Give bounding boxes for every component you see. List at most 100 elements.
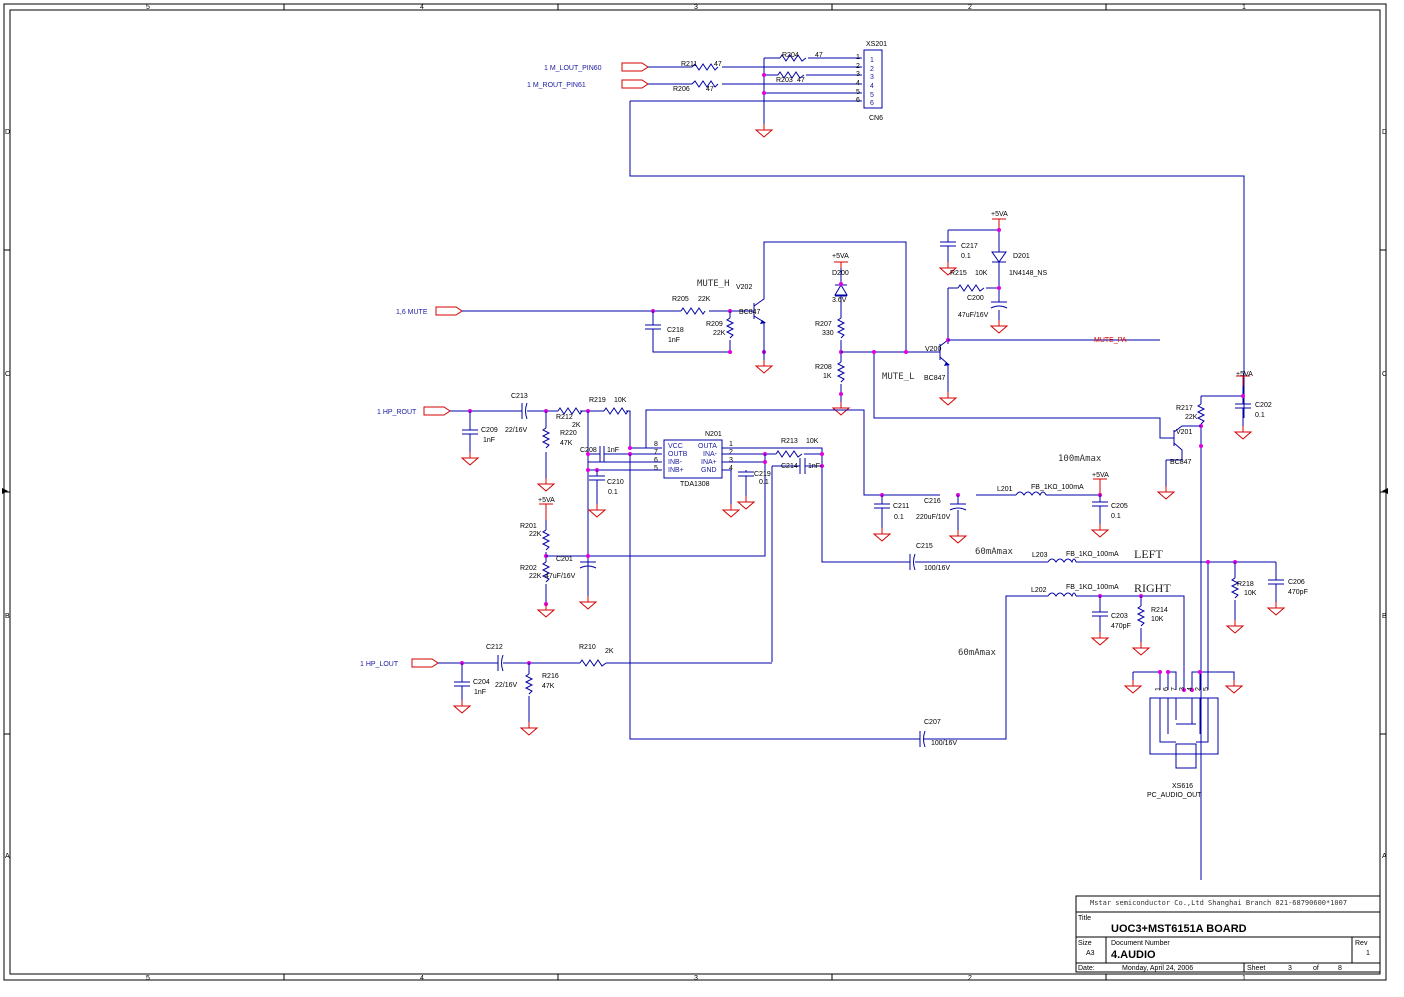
resistor-r216 xyxy=(524,673,534,695)
row-label-right: C xyxy=(1382,371,1387,378)
col-label-bottom: 3 xyxy=(694,975,698,982)
port-m-lout[interactable] xyxy=(621,62,649,72)
capacitor-c201 xyxy=(579,561,597,569)
d200-branch xyxy=(832,261,1170,439)
ref-c214: C214 xyxy=(781,463,798,470)
resistor-r203 xyxy=(777,71,805,79)
ref-r203: R203 xyxy=(776,77,793,84)
ref-r217: R217 xyxy=(1176,405,1193,412)
capacitor-c203 xyxy=(1092,611,1108,617)
ref-r207: R207 xyxy=(815,321,832,328)
sheet-value: 3 xyxy=(1288,965,1292,972)
capacitor-c217 xyxy=(940,241,956,247)
ref-r201: R201 xyxy=(520,523,537,530)
ic-pin-name: GND xyxy=(701,467,717,474)
val-r206: 47 xyxy=(706,86,714,93)
port-label-mute: 1,6 MUTE xyxy=(396,309,428,316)
col-label-top: 1 xyxy=(1242,4,1246,11)
ref-c203: C203 xyxy=(1111,613,1128,620)
net-mute-l: MUTE_L xyxy=(882,372,915,382)
pin-inner: 2 xyxy=(870,66,874,73)
power-filter xyxy=(873,478,1109,544)
val-c216: 220uF/10V xyxy=(916,514,951,521)
val-r203: 47 xyxy=(797,77,805,84)
resistor-r212 xyxy=(557,407,583,415)
pin-left: 5 xyxy=(856,89,860,96)
ic-pin-num: 4 xyxy=(729,465,733,472)
ic-pin-name: VCC xyxy=(668,443,683,450)
ref-r212: R212 xyxy=(556,414,573,421)
inductor-l203 xyxy=(1047,558,1077,564)
note-60mamax-left: 60mAmax xyxy=(975,547,1014,557)
capacitor-c216 xyxy=(949,503,967,511)
resistor-r207 xyxy=(836,317,846,339)
resistor-r206 xyxy=(691,80,719,88)
capacitor-c206 xyxy=(1268,579,1284,585)
resistor-r209 xyxy=(725,317,735,339)
val-r213: 10K xyxy=(806,438,819,445)
jack-pin: 7 xyxy=(1171,687,1178,691)
val-c218: 1nF xyxy=(668,337,680,344)
ic-pin-num: 5 xyxy=(654,465,658,472)
docnum-label: Document Number xyxy=(1111,940,1170,947)
capacitor-c204 xyxy=(454,681,470,687)
ref-c204: C204 xyxy=(473,679,490,686)
of-label: of xyxy=(1313,965,1319,972)
val-c214: 1nF xyxy=(808,463,820,470)
pin-inner: 1 xyxy=(870,57,874,64)
ref-r211: R211 xyxy=(681,61,697,68)
capacitor-c209 xyxy=(462,429,478,435)
ic-pin-num: 2 xyxy=(729,449,733,456)
ref-c208: C208 xyxy=(580,447,597,454)
ic-pin-name: OUTB xyxy=(668,451,688,458)
port-m-rout[interactable] xyxy=(621,79,649,89)
ref-c216: C216 xyxy=(924,498,941,505)
ic-pin-name: OUTA xyxy=(698,443,717,450)
capacitor-c205 xyxy=(1092,501,1108,507)
ic-pin-name: INA- xyxy=(703,451,718,458)
port-hp-lout[interactable] xyxy=(411,658,439,668)
ref-r213: R213 xyxy=(781,438,798,445)
ic-pin-num: 8 xyxy=(654,441,658,448)
val-r212: 2K xyxy=(572,422,581,429)
inductor-l202 xyxy=(1047,592,1077,598)
pin-left: 2 xyxy=(856,63,860,70)
val-r210: 2K xyxy=(605,648,614,655)
ref-c210: C210 xyxy=(607,479,624,486)
net-mute-h: MUTE_H xyxy=(697,279,730,289)
title-label: Title xyxy=(1078,915,1091,922)
val-r217: 22K xyxy=(1185,414,1198,421)
ref-l201: L201 xyxy=(997,486,1013,493)
ref-r204: R204 xyxy=(782,52,799,59)
col-label-top: 2 xyxy=(968,4,972,11)
ref-c206: C206 xyxy=(1288,579,1305,586)
port-label-hp-lout: 1 HP_LOUT xyxy=(360,661,399,668)
port-mute[interactable] xyxy=(435,306,463,316)
note-100mamax: 100mAmax xyxy=(1058,454,1102,464)
val-c201: 47uF/16V xyxy=(545,573,576,580)
zener-d200 xyxy=(834,284,848,297)
ref-xs201: XS201 xyxy=(866,41,887,48)
capacitor-c200 xyxy=(990,301,1008,309)
n201-right-wires xyxy=(588,447,1276,662)
val-xs616: PC_AUDIO_OUT xyxy=(1147,792,1202,799)
capacitor-c214 xyxy=(799,458,806,474)
ic-n201: N201 TDA1308 VCC OUTB INB- INB+ 8 7 6 5 … xyxy=(654,431,733,488)
resistor-r202 xyxy=(541,561,551,583)
col-label-top: 3 xyxy=(694,4,698,11)
resistor-r204 xyxy=(779,54,807,62)
ic-pin-name: INB- xyxy=(668,459,683,466)
resistor-r220 xyxy=(541,427,551,449)
ref-r210: R210 xyxy=(579,644,596,651)
val-c210: 0.1 xyxy=(608,489,618,496)
jack-xs616: XS616 PC_AUDIO_OUT 1 6 7 3 4 2 5 xyxy=(1124,670,1243,799)
drawing-title: UOC3+MST6151A BOARD xyxy=(1111,923,1247,935)
val-r205: 22K xyxy=(698,296,711,303)
drawing-frame: 5 4 3 2 1 5 4 3 2 1 D C B A D C B A xyxy=(2,3,1388,982)
capacitor-c215 xyxy=(909,553,916,571)
val-l202: FB_1KΩ_100mA xyxy=(1066,584,1119,591)
net-left: LEFT xyxy=(1134,547,1163,561)
port-hp-rout[interactable] xyxy=(423,406,451,416)
row-label-right: D xyxy=(1382,129,1387,136)
